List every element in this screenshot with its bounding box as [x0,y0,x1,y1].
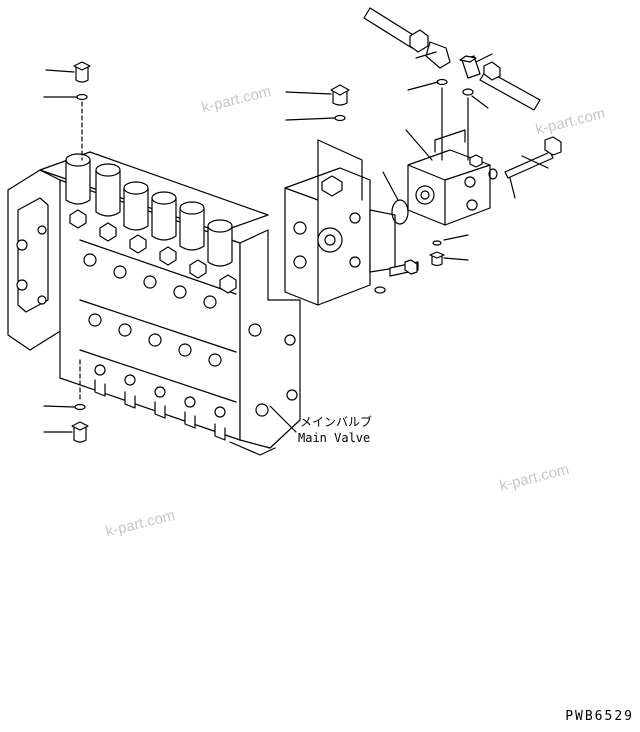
bottom-leaders [43,405,75,433]
main-valve-assembly [7,151,301,456]
valve-bottom-plug [429,240,445,267]
top-plug [73,61,91,161]
valve-leaders [405,129,549,261]
large-o-ring [391,199,409,225]
hose-fittings [363,7,541,111]
cover-leaders [285,91,336,121]
cover-bolt [374,259,419,294]
hose-leaders [407,51,493,161]
cover-plug [330,84,350,122]
callout-label-en: Main Valve [298,431,371,445]
valve-o-ring [488,168,498,180]
valve-block [407,129,491,226]
main-valve-leader [269,405,297,433]
valve-bolt [504,136,562,179]
top-leaders [43,69,77,98]
callout-label-jp: メインバルブ [300,415,373,429]
cover-plate [284,167,396,306]
drawing-code: PWB6529 [565,709,634,724]
bottom-plug [71,359,89,443]
cover-outline-box [317,139,363,201]
